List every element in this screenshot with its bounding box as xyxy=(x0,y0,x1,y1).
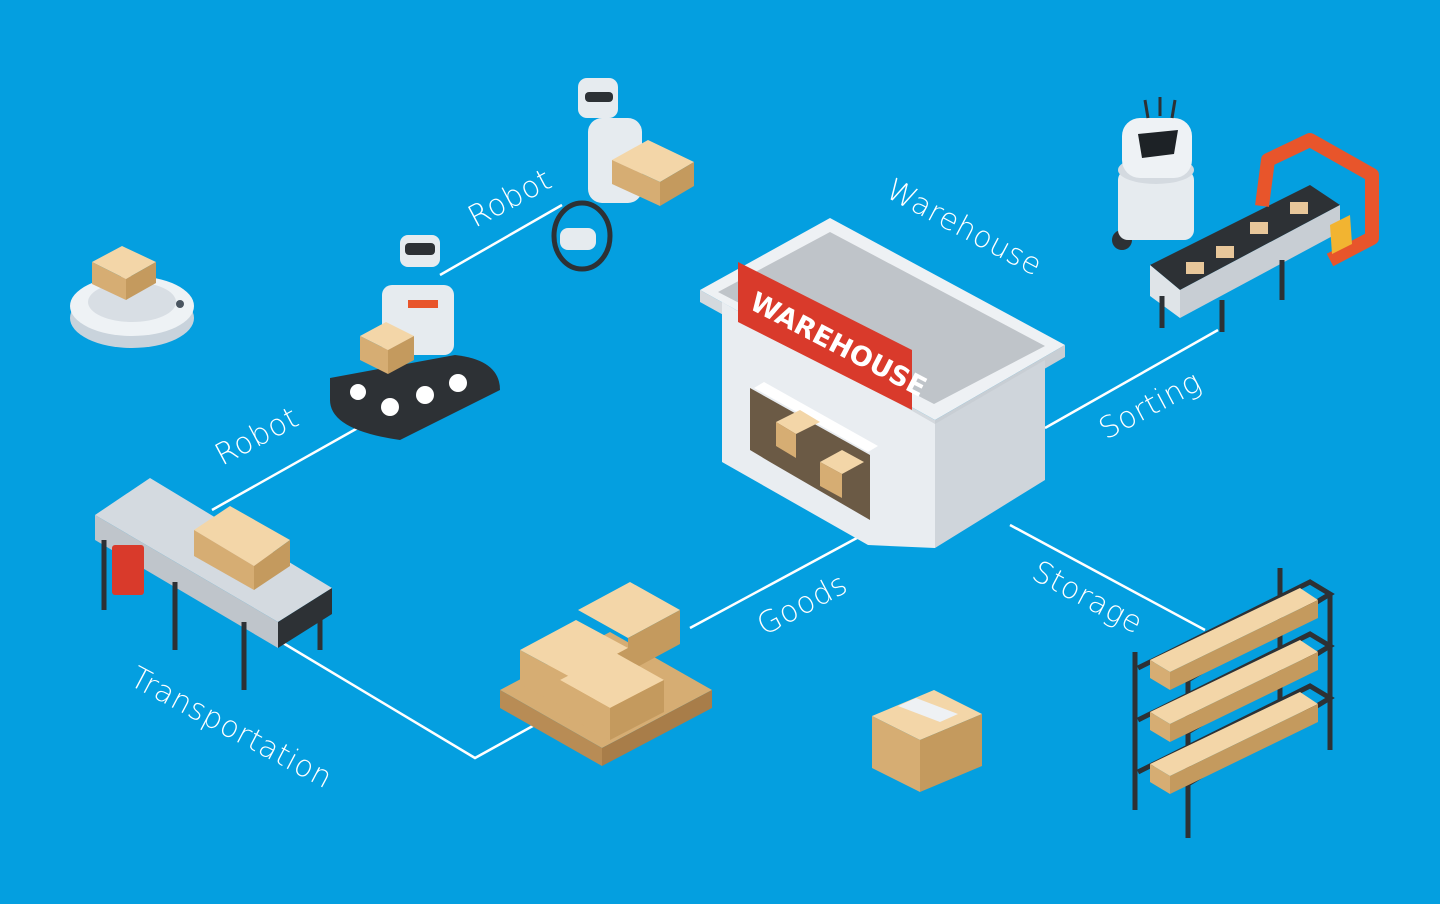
connector-lines xyxy=(211,203,1219,760)
connector-robot-lower xyxy=(211,418,373,512)
cleaning-robot-icon xyxy=(70,246,194,348)
warehouse-building-icon: WAREHOUSE xyxy=(700,218,1065,548)
connector-robot-upper xyxy=(439,203,563,277)
wheeled-robot-icon xyxy=(551,78,694,272)
pallet-boxes-icon xyxy=(500,582,712,766)
tracked-robot-icon xyxy=(330,235,500,440)
roller-conveyor-icon xyxy=(95,478,332,690)
connector-warehouse-storage xyxy=(1009,523,1206,632)
cardboard-box-icon xyxy=(872,690,982,792)
label-transportation: Transportation xyxy=(124,660,338,796)
robotic-arm-icon xyxy=(1150,133,1379,332)
sorting-robot-icon xyxy=(1112,97,1194,250)
label-sorting: Sorting xyxy=(1093,364,1207,447)
storage-rack-boxes xyxy=(1150,588,1318,794)
label-robot-upper: Robot xyxy=(462,162,557,235)
label-goods: Goods xyxy=(751,567,853,644)
connector-transportation-goods xyxy=(277,638,541,760)
connector-warehouse-sorting xyxy=(1044,328,1219,430)
label-robot-lower: Robot xyxy=(209,400,304,473)
connector-goods-warehouse xyxy=(689,530,869,630)
